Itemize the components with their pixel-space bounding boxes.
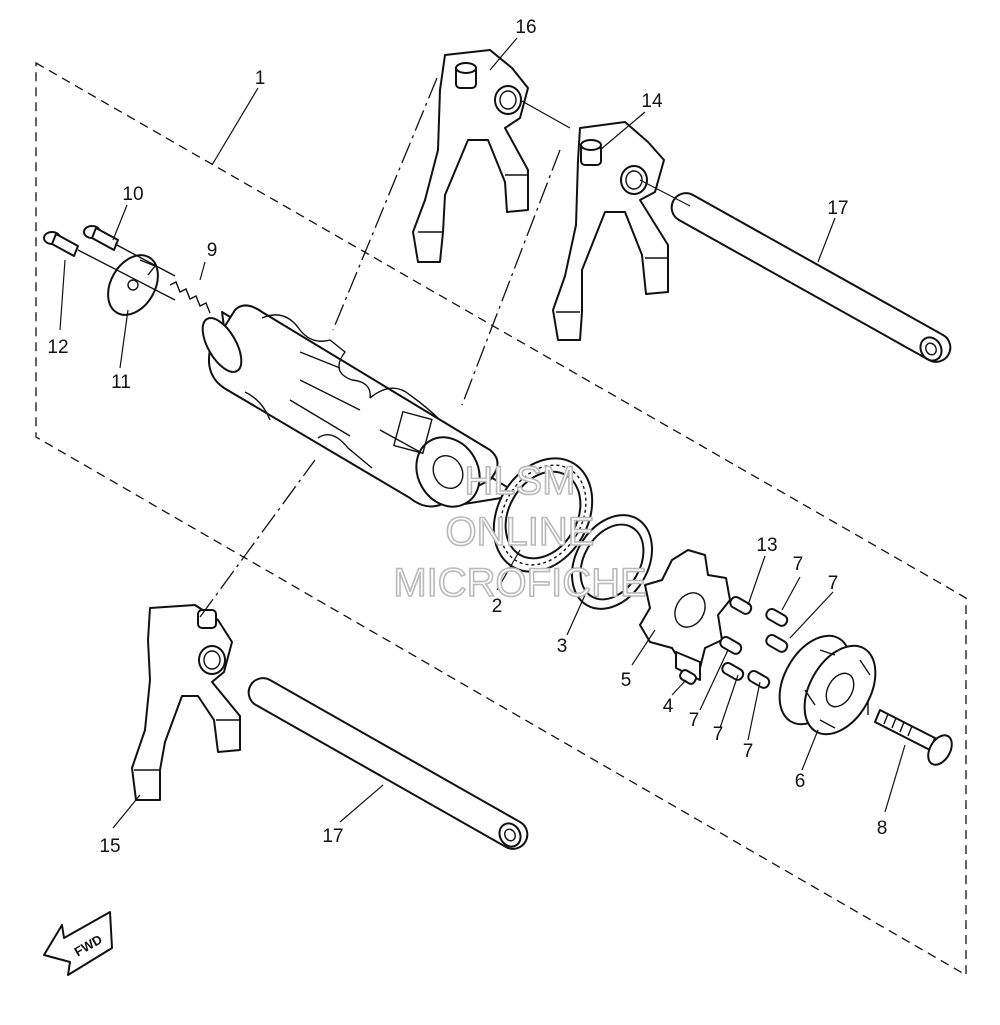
callout-17-lower: 17 <box>322 826 343 847</box>
fork-shaft-lower <box>247 677 529 850</box>
callout-7-b: 7 <box>828 573 839 594</box>
shift-fork-15 <box>131 604 241 801</box>
dowel-pins <box>719 596 789 689</box>
callout-13: 13 <box>756 535 777 556</box>
watermark-line-3: MICROFICHE <box>393 561 646 605</box>
callout-7-a: 7 <box>793 554 804 575</box>
callout-17-upper: 17 <box>827 198 848 219</box>
leader-lines <box>59 37 906 829</box>
shift-fork-14 <box>552 121 669 341</box>
callout-8: 8 <box>877 818 888 839</box>
callout-11: 11 <box>111 372 131 393</box>
fork-to-drum-line-14 <box>461 149 561 406</box>
shift-fork-16 <box>412 49 529 263</box>
callout-1: 1 <box>255 68 266 89</box>
callout-16: 16 <box>515 17 536 38</box>
callout-3: 3 <box>557 636 568 657</box>
screw-8 <box>874 709 953 766</box>
callout-10: 10 <box>122 184 143 205</box>
callout-7-d: 7 <box>713 724 724 745</box>
callout-14: 14 <box>641 91 663 112</box>
spring <box>169 281 211 314</box>
fork-to-drum-line-16 <box>332 77 438 331</box>
callout-4: 4 <box>663 696 674 717</box>
screw-10 <box>83 225 119 251</box>
collar <box>571 514 653 610</box>
segment-plate <box>639 549 731 681</box>
callout-5: 5 <box>621 670 632 691</box>
assembly-axis-lines <box>77 243 176 301</box>
callout-2: 2 <box>492 596 503 617</box>
watermark: HLSM ONLINE MICROFICHE <box>393 458 648 606</box>
stopper-plate <box>107 254 159 316</box>
callout-7-c: 7 <box>689 710 700 731</box>
fwd-arrow-icon: FWD <box>43 911 113 976</box>
shift-drum-segment <box>778 634 877 736</box>
fork-shaft-upper <box>670 192 952 363</box>
shift-drum <box>201 304 521 508</box>
callout-7-e: 7 <box>743 741 754 762</box>
callout-12: 12 <box>47 337 68 358</box>
callout-6: 6 <box>795 771 806 792</box>
callout-9: 9 <box>207 240 218 261</box>
watermark-line-1: HLSM <box>464 459 575 503</box>
callout-15: 15 <box>99 836 120 857</box>
fork-to-drum-line-15 <box>199 459 316 618</box>
watermark-line-2: ONLINE <box>446 510 595 554</box>
assembly-group-outline <box>35 61 967 977</box>
bearing <box>492 457 594 573</box>
callout-labels: 1 2 3 4 5 6 7 7 7 7 7 8 9 10 11 12 13 14… <box>47 17 887 857</box>
screw-12 <box>43 231 79 257</box>
